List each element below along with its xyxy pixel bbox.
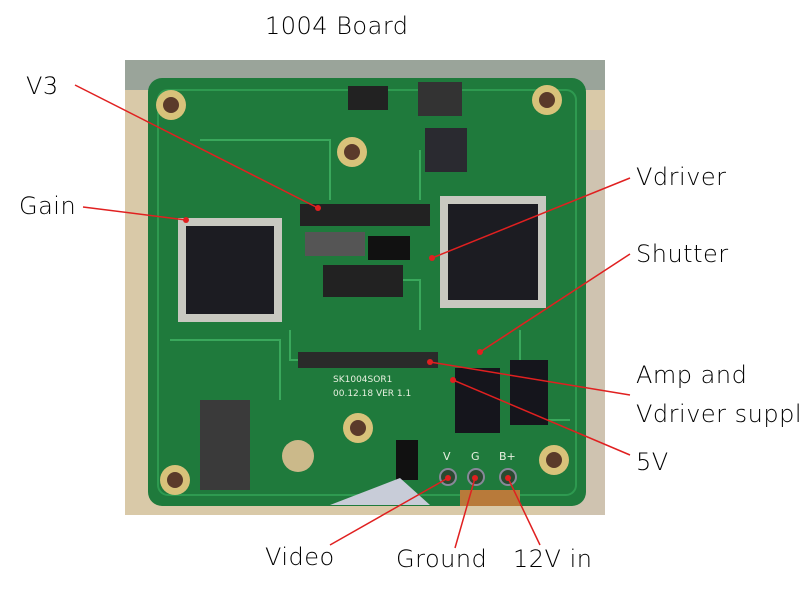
mounting-holes: [156, 85, 569, 495]
leader-amp: [429, 361, 631, 396]
label-video: Video: [265, 543, 335, 571]
potentiometer: [282, 440, 314, 472]
transistor: [368, 236, 410, 260]
leader-ground: [454, 477, 476, 549]
inductor-top: [418, 82, 462, 116]
header-pins-bottom: [298, 352, 438, 368]
cs6a-component: [305, 232, 365, 256]
leader-vdriver: [431, 177, 631, 259]
label-12v-in: 12V in: [513, 545, 593, 573]
tape: [330, 478, 430, 505]
label-amp-line1: Amp and: [636, 361, 748, 389]
leader-v3: [74, 84, 319, 209]
label-vdriver: Vdriver: [636, 163, 727, 191]
label-ground: Ground: [396, 545, 488, 573]
label-gain: Gain: [19, 192, 77, 220]
diode: [396, 440, 418, 480]
leader-gain: [82, 206, 187, 221]
inductor-bottom-left: [200, 400, 250, 490]
regulator-chip: [425, 128, 467, 172]
label-5v: 5V: [636, 448, 669, 476]
connector-pads: [439, 468, 517, 486]
silkscreen-pin-g: G: [471, 450, 480, 463]
silkscreen-pin-b: B+: [499, 450, 516, 463]
leader-video: [329, 477, 449, 546]
silkscreen-pin-v: V: [443, 450, 451, 463]
label-amp-line2: Vdriver supply: [636, 400, 802, 428]
left-qfp-chip: [186, 226, 274, 314]
annotation-endpoints: [183, 205, 511, 481]
right-qfp-chip: [448, 204, 538, 300]
middle-chip: [323, 265, 403, 297]
annotation-lines: [74, 84, 631, 549]
diagram-title: 1004 Board: [265, 12, 409, 40]
ic-top: [348, 86, 388, 110]
wires: [460, 490, 520, 506]
leader-5v: [452, 379, 631, 456]
silkscreen-date-version: 00.12.18 VER 1.1: [333, 389, 411, 399]
leader-shutter: [479, 253, 631, 353]
ic-bottom-right-a: [455, 368, 500, 433]
label-v3: V3: [26, 72, 59, 100]
leader-12v: [507, 477, 541, 546]
label-shutter: Shutter: [636, 240, 729, 268]
header-pins-top: [300, 204, 430, 226]
silkscreen-part-number: SK1004SOR1: [333, 375, 392, 385]
ic-bottom-right-b: [510, 360, 548, 425]
